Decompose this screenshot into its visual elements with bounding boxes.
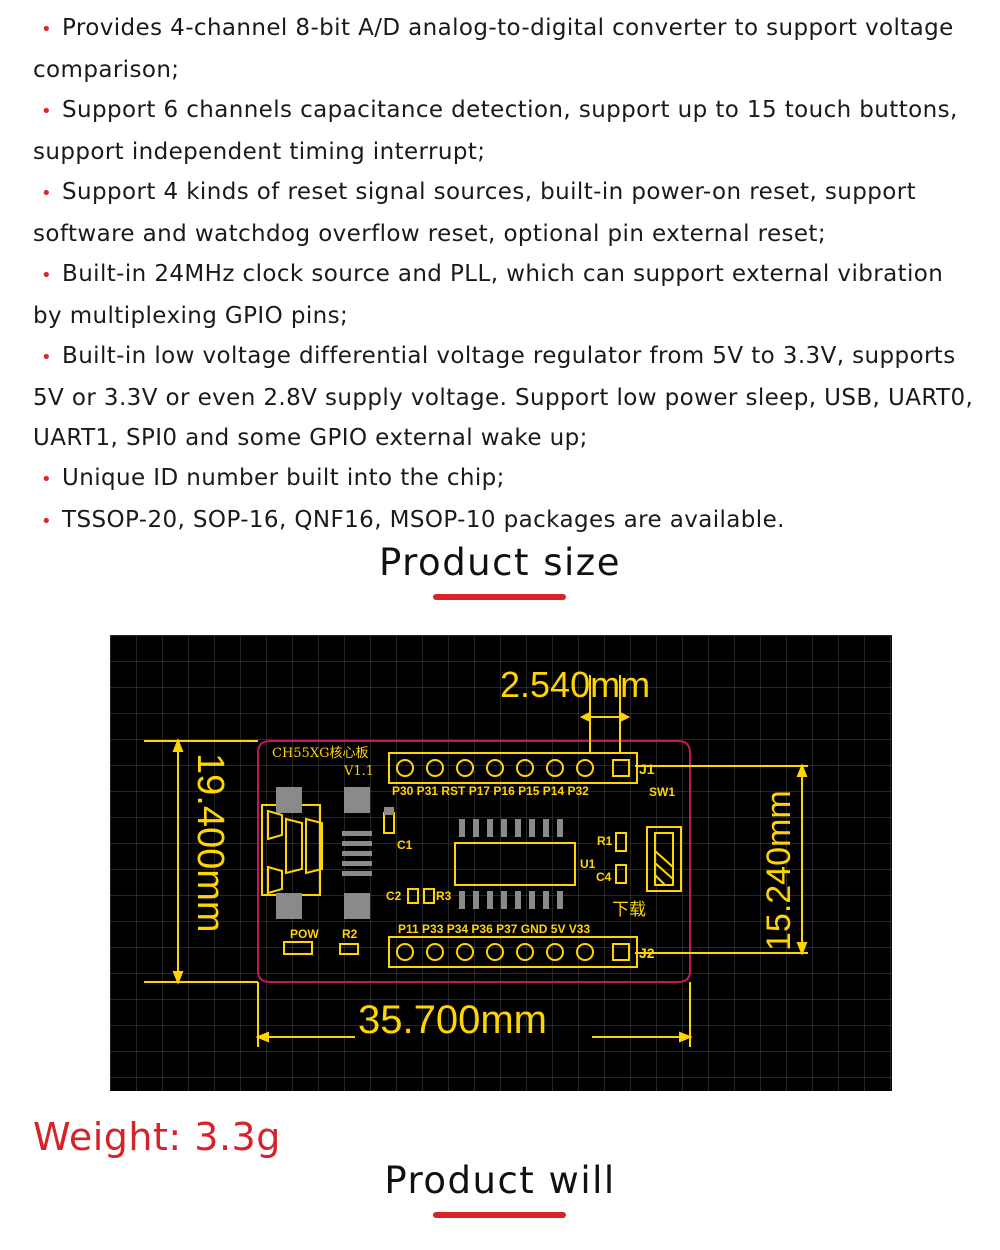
r2-pad — [339, 943, 359, 955]
r2-label: R2 — [342, 927, 358, 941]
bullet-icon: • — [41, 265, 53, 286]
pcb-svg: 2.540mm 35.700mm 19.400mm 15.240mm CH55X… — [110, 635, 892, 1091]
pcb-grid — [110, 635, 892, 1091]
bullet-icon: • — [41, 511, 53, 532]
feature-item: •Built-in 24MHz clock source and PLL, wh… — [33, 254, 978, 336]
title-underline — [433, 594, 566, 600]
feature-item: •Support 4 kinds of reset signal sources… — [33, 172, 978, 254]
header-j1-outline — [388, 752, 638, 784]
download-label: 下载 — [612, 900, 646, 920]
c2-label: C2 — [386, 889, 402, 903]
feature-item: •Provides 4-channel 8-bit A/D analog-to-… — [33, 8, 978, 90]
bullet-icon: • — [41, 183, 53, 204]
feature-text: Provides 4-channel 8-bit A/D analog-to-d… — [33, 15, 954, 83]
feature-text: Built-in low voltage differential voltag… — [33, 343, 974, 451]
u1-label: U1 — [580, 857, 596, 871]
bullet-icon: • — [41, 19, 53, 40]
dim-width-label: 35.700mm — [358, 998, 547, 1042]
dim-row-arrows — [796, 763, 808, 956]
bullet-icon: • — [41, 469, 53, 490]
feature-list: •Provides 4-channel 8-bit A/D analog-to-… — [33, 8, 978, 542]
weight-label: Weight: 3.3g — [33, 1115, 281, 1159]
cap-c2-pad-a — [407, 888, 419, 904]
dim-width-arrows — [255, 1031, 693, 1043]
dim-row-label: 15.240mm — [760, 790, 798, 951]
header-j2-pins — [396, 943, 630, 961]
board-version: V1.1 — [343, 764, 374, 779]
dim-height-arrows — [172, 738, 184, 985]
feature-text: Support 4 kinds of reset signal sources,… — [33, 179, 916, 247]
bullet-icon: • — [41, 101, 53, 122]
product-size-title: Product size — [379, 541, 621, 584]
board-name: CH55XG核心板 — [272, 746, 368, 761]
pow-label: POW — [290, 927, 319, 941]
r1-label: R1 — [597, 834, 613, 848]
title-underline — [433, 1212, 566, 1218]
dim-pitch-arrows — [579, 711, 631, 723]
header-j1-pins — [396, 759, 630, 777]
board-outline — [257, 740, 691, 983]
dim-pitch-label: 2.540mm — [500, 664, 650, 705]
feature-text: Support 6 channels capacitance detection… — [33, 97, 958, 165]
feature-item: •Built-in low voltage differential volta… — [33, 336, 978, 458]
feature-text: TSSOP-20, SOP-16, QNF16, MSOP-10 package… — [62, 507, 785, 533]
r1-pad — [615, 832, 627, 852]
dim-height-label: 19.400mm — [189, 753, 231, 933]
switch-sw1 — [646, 826, 682, 892]
j1-label: J1 — [639, 761, 655, 777]
product-will-title: Product will — [384, 1159, 616, 1202]
j2-label: J2 — [639, 945, 655, 961]
sw1-label: SW1 — [649, 785, 675, 799]
feature-item: • Unique ID number built into the chip; — [33, 458, 978, 500]
top-pin-labels: P30 P31 RST P17 P16 P15 P14 P32 — [392, 784, 589, 798]
ic-u1-body — [454, 842, 576, 886]
usb-connector — [261, 804, 323, 896]
pow-led-outline — [283, 941, 313, 955]
feature-text: Built-in 24MHz clock source and PLL, whi… — [33, 261, 944, 329]
c4-label: C4 — [596, 870, 612, 884]
bottom-pin-labels: P11 P33 P34 P36 P37 GND 5V V33 — [398, 922, 590, 936]
feature-text: Unique ID number built into the chip; — [62, 465, 505, 491]
c4-pad — [615, 864, 627, 884]
smd-pads — [276, 787, 563, 919]
c1-label: C1 — [397, 838, 413, 852]
pcb-dimension-drawing: 2.540mm 35.700mm 19.400mm 15.240mm CH55X… — [110, 635, 892, 1091]
feature-item: •Support 6 channels capacitance detectio… — [33, 90, 978, 172]
header-j2-outline — [388, 936, 638, 968]
bullet-icon: • — [41, 347, 53, 368]
r3-label: R3 — [436, 889, 452, 903]
r3-pad — [423, 888, 435, 904]
feature-item: • TSSOP-20, SOP-16, QNF16, MSOP-10 packag… — [33, 500, 978, 542]
